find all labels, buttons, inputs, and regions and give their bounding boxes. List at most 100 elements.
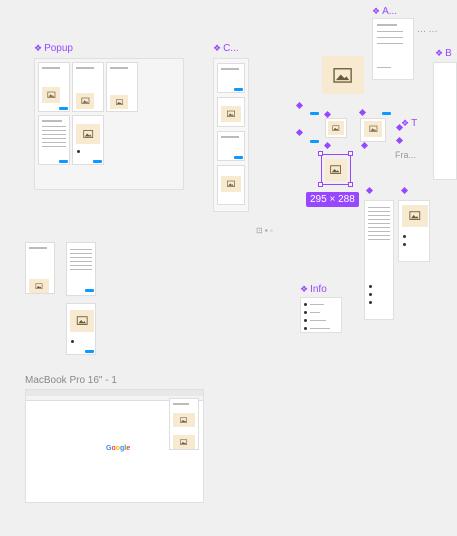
- browser-tabbar: [26, 390, 203, 396]
- resize-handle[interactable]: [348, 151, 353, 156]
- text-line: [29, 247, 47, 249]
- bullet-icon: [369, 293, 372, 296]
- image-placeholder-icon: [322, 56, 364, 94]
- frame-label-t[interactable]: ❖ T: [401, 118, 418, 129]
- b-frame[interactable]: [433, 62, 457, 180]
- button[interactable]: [59, 107, 68, 110]
- size-badge: 295 × 288: [306, 192, 359, 207]
- button[interactable]: [85, 350, 94, 353]
- frame-label-b[interactable]: ❖ B: [435, 48, 452, 59]
- text-line: [42, 120, 62, 122]
- left-card[interactable]: [66, 303, 96, 355]
- button[interactable]: [310, 112, 319, 115]
- popup-card[interactable]: [72, 62, 104, 112]
- frame-label-popup[interactable]: ❖ Popup: [34, 43, 73, 54]
- component-icon[interactable]: [295, 101, 304, 110]
- left-card[interactable]: [25, 242, 55, 294]
- frame-label-macbook[interactable]: MacBook Pro 16" - 1: [25, 375, 117, 386]
- bullet-icon: [369, 285, 372, 288]
- component-icon[interactable]: [395, 136, 404, 145]
- component-icon: ❖: [34, 43, 43, 53]
- toolbar-dots: ⋯ ⋯: [417, 26, 438, 36]
- text-frame[interactable]: [364, 200, 394, 320]
- component-icon: ❖: [435, 48, 444, 58]
- bullet-icon: [403, 243, 406, 246]
- popup-card[interactable]: [38, 115, 70, 165]
- popup-overlay[interactable]: [169, 398, 199, 450]
- popup-card[interactable]: [72, 115, 104, 165]
- image-placeholder-icon: [173, 413, 195, 427]
- text-line: [368, 215, 390, 216]
- button[interactable]: [234, 88, 243, 91]
- button[interactable]: [382, 112, 391, 115]
- component-card[interactable]: [360, 118, 386, 142]
- bullet-icon: [77, 150, 80, 153]
- text-line: [42, 138, 66, 139]
- image-placeholder-icon: [325, 159, 347, 181]
- c-card[interactable]: [217, 97, 245, 127]
- resize-handle[interactable]: [348, 182, 353, 187]
- button[interactable]: [93, 160, 102, 163]
- left-card[interactable]: [66, 242, 96, 296]
- text-line: [70, 257, 92, 258]
- c-card[interactable]: [217, 63, 245, 93]
- text-line: [368, 223, 390, 224]
- text-line: [377, 43, 403, 44]
- button[interactable]: [234, 156, 243, 159]
- info-frame[interactable]: [300, 297, 342, 333]
- image-placeholder-icon: [76, 124, 100, 144]
- image-placeholder-icon: [76, 93, 94, 109]
- text-line: [110, 67, 128, 69]
- button[interactable]: [85, 289, 94, 292]
- bullet-icon: [304, 327, 307, 330]
- component-icon: ❖: [213, 43, 222, 53]
- image-placeholder-icon: [173, 435, 195, 449]
- component-icon[interactable]: [358, 108, 367, 117]
- image-placeholder-icon: [42, 87, 60, 103]
- a-frame[interactable]: [372, 18, 414, 80]
- component-icon: ❖: [372, 6, 381, 16]
- image-frame[interactable]: [398, 200, 430, 262]
- component-icon[interactable]: [365, 186, 374, 195]
- frame-label-c[interactable]: ❖ C...: [213, 43, 239, 54]
- resize-handle[interactable]: [318, 151, 323, 156]
- text-line: [42, 67, 60, 69]
- popup-card[interactable]: [106, 62, 138, 112]
- component-icon: ❖: [401, 118, 410, 128]
- image-placeholder-icon: [110, 95, 128, 109]
- popup-frame[interactable]: [34, 58, 184, 190]
- selected-frame[interactable]: [321, 154, 351, 185]
- component-icon[interactable]: [360, 141, 369, 150]
- component-card[interactable]: [325, 118, 347, 138]
- image-placeholder-icon: [364, 121, 382, 137]
- c-frame[interactable]: [213, 58, 249, 212]
- component-icon[interactable]: [400, 186, 409, 195]
- text-line: [70, 269, 92, 270]
- text-line: [368, 211, 390, 212]
- component-icon[interactable]: [323, 141, 332, 150]
- popup-card[interactable]: [38, 62, 70, 112]
- frame-label-info[interactable]: ❖ Info: [300, 284, 327, 295]
- text-line: [310, 312, 320, 313]
- text-line: [221, 136, 239, 138]
- text-line: [377, 31, 403, 32]
- component-icon[interactable]: [323, 110, 332, 119]
- text-line: [42, 126, 66, 127]
- resize-handle[interactable]: [318, 182, 323, 187]
- browser-addressbar[interactable]: [26, 396, 203, 401]
- text-line: [70, 249, 92, 250]
- image-placeholder-icon: [221, 106, 241, 122]
- c-card[interactable]: [217, 165, 245, 205]
- text-line: [70, 265, 92, 266]
- button[interactable]: [59, 160, 68, 163]
- toolbar-icons: ⊡ ▪ ◦: [256, 226, 273, 235]
- text-line: [70, 261, 92, 262]
- button[interactable]: [310, 140, 319, 143]
- frame-label-fra[interactable]: Fra...: [395, 150, 417, 160]
- text-line: [76, 67, 94, 69]
- frame-label-a[interactable]: ❖ A...: [372, 6, 398, 17]
- macbook-frame[interactable]: Google: [25, 389, 204, 503]
- c-card[interactable]: [217, 131, 245, 161]
- text-line: [377, 37, 403, 38]
- component-icon[interactable]: [295, 128, 304, 137]
